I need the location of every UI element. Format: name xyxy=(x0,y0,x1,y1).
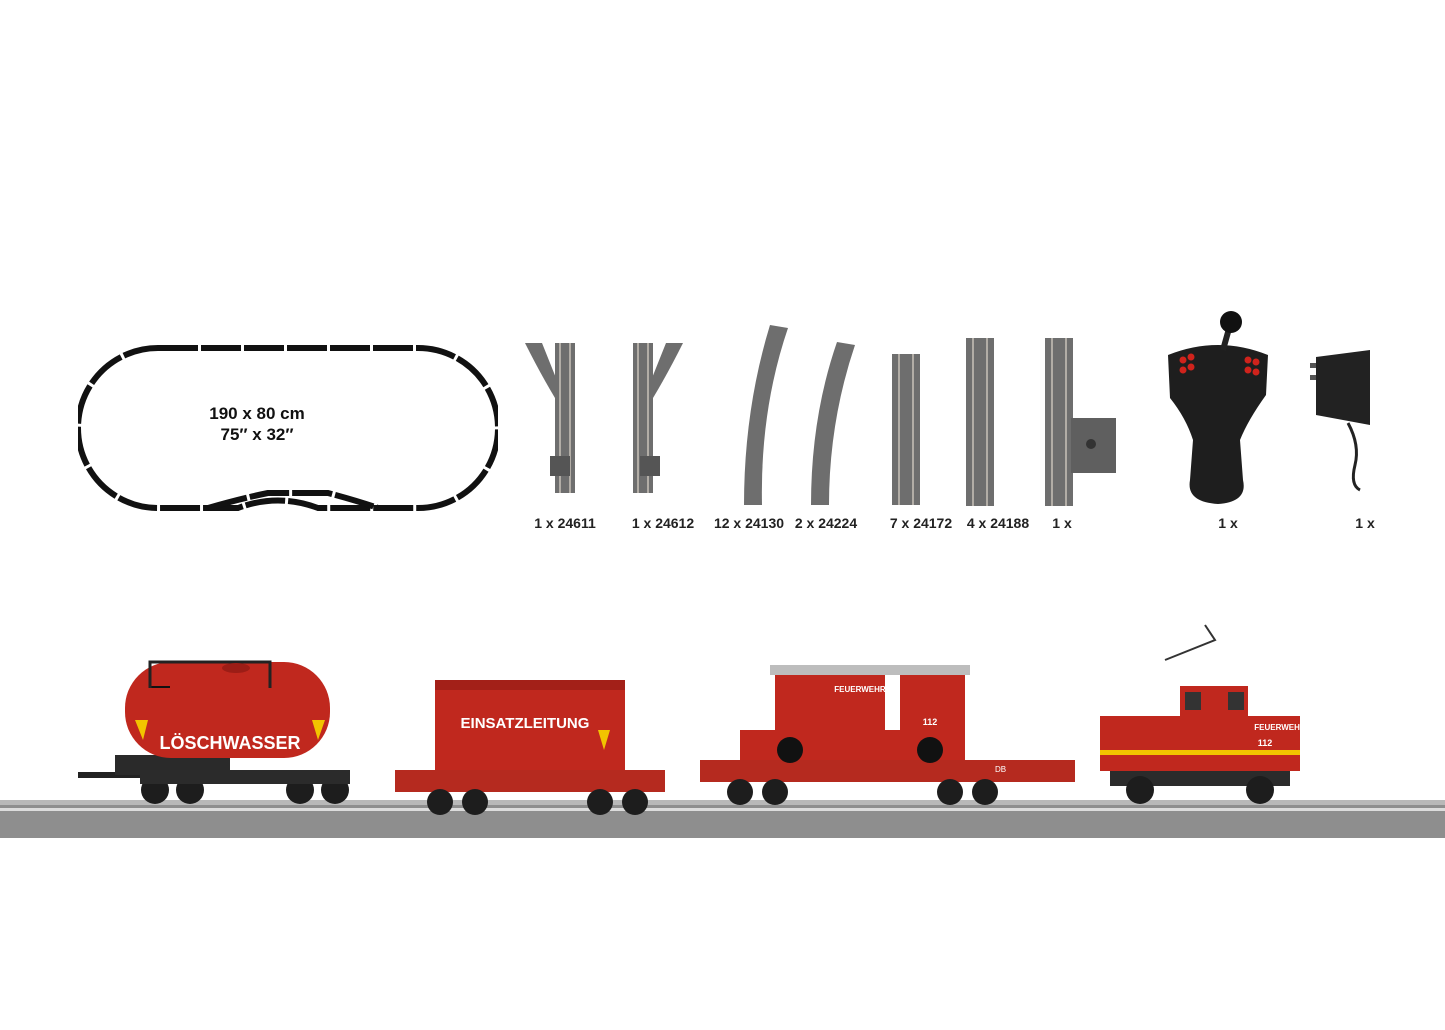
straight-track-icon xyxy=(966,338,994,506)
fire-truck-wagon: FEUERWEHR 112 DB xyxy=(700,665,1075,805)
quantity-label: 1 x xyxy=(1355,515,1375,531)
flat-wagon-label: EINSATZLEITUNG xyxy=(461,715,590,732)
layout-size-imperial: 75″ x 32″ xyxy=(220,425,294,444)
layout-diagram xyxy=(78,345,498,511)
quantity-label: 12 x 24130 xyxy=(713,515,785,531)
db-mark: DB xyxy=(995,765,1006,774)
tank-wagon: LÖSCHWASSER xyxy=(78,660,350,804)
power-supply-icon xyxy=(1310,350,1370,492)
tank-wagon-label: LÖSCHWASSER xyxy=(159,733,300,753)
quantity-label: 1 x xyxy=(1218,515,1238,531)
quantity-label: 4 x 24188 xyxy=(966,515,1030,531)
locomotive: FEUERWEHR 112 xyxy=(1100,624,1306,804)
curved-track-icon xyxy=(744,325,788,505)
quantity-label: 1 x 24612 xyxy=(631,515,695,531)
right-turnout-track-icon xyxy=(633,343,683,493)
quantity-label: 1 x xyxy=(1052,515,1072,531)
quantity-label: 7 x 24172 xyxy=(889,515,953,531)
quantity-label: 2 x 24224 xyxy=(794,515,858,531)
truck-label: FEUERWEHR xyxy=(834,685,886,694)
loco-label: FEUERWEHR xyxy=(1254,723,1306,732)
flat-wagon: EINSATZLEITUNG xyxy=(395,680,665,815)
rail-track xyxy=(0,800,1445,838)
straight-track-icon xyxy=(892,354,920,505)
train-scene: LÖSCHWASSER EINSATZLEITUNG FEUERWEHR 112… xyxy=(0,624,1445,838)
loco-number: 112 xyxy=(1258,738,1273,748)
layout-size-metric: 190 x 80 cm xyxy=(209,404,305,423)
truck-number: 112 xyxy=(923,717,938,727)
curved-track-icon xyxy=(811,342,855,505)
quantity-label: 1 x 24611 xyxy=(534,515,596,531)
hand-controller-icon xyxy=(1168,311,1268,504)
left-turnout-track-icon xyxy=(525,343,575,493)
feeder-track-icon xyxy=(1045,338,1116,506)
